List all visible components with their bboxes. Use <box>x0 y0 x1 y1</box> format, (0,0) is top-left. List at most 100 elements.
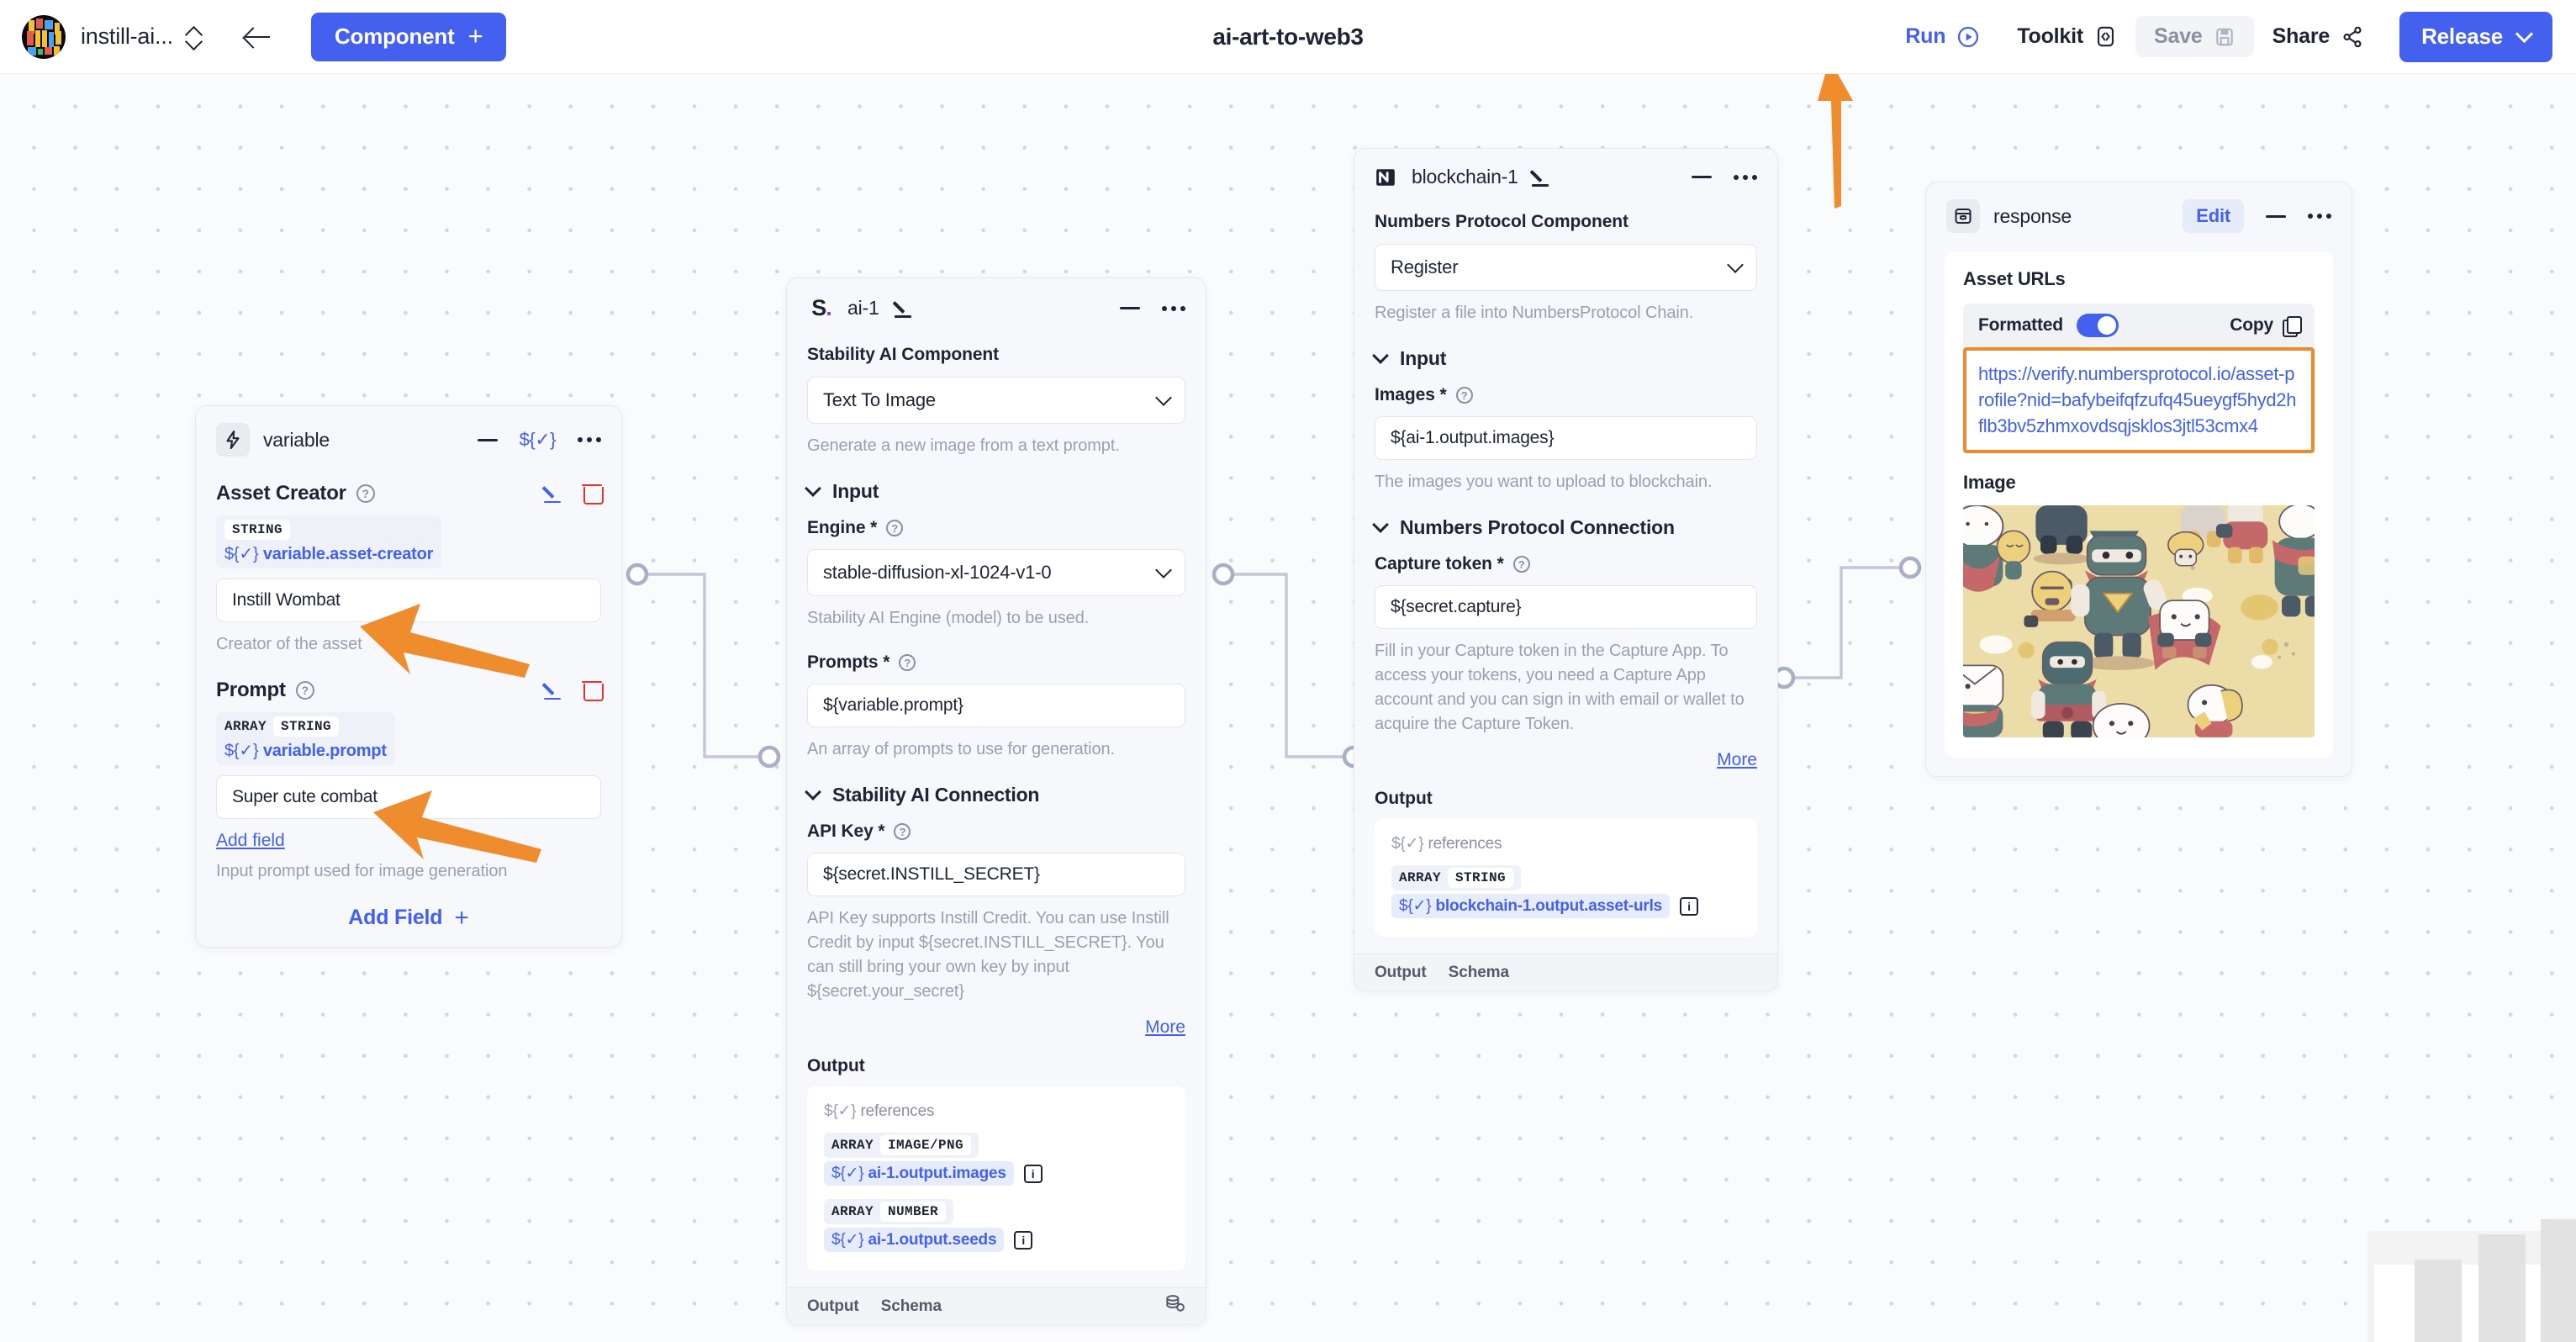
edge-blockchain-to-response <box>1784 566 1910 679</box>
asset-url-value[interactable]: https://verify.numbersprotocol.io/asset-… <box>1963 347 2315 453</box>
engine-select[interactable]: stable-diffusion-xl-1024-v1-0 <box>807 549 1185 596</box>
share-button[interactable]: Share <box>2254 16 2383 57</box>
images-hint: The images you want to upload to blockch… <box>1375 473 1713 491</box>
reference-symbol-icon[interactable]: ${✓} <box>519 429 557 450</box>
delete-icon[interactable] <box>582 680 604 701</box>
edit-icon[interactable] <box>542 483 564 505</box>
stability-ai-icon: S. <box>811 295 831 320</box>
output-path[interactable]: ${✓} blockchain-1.output.asset-urls <box>1391 894 1671 918</box>
canvas-minimap[interactable] <box>2367 1219 2576 1342</box>
chevron-down-icon <box>1155 561 1172 579</box>
more-options-icon[interactable] <box>1162 305 1185 311</box>
pipeline-canvas[interactable]: variable ${✓} Asset Creator ? <box>0 59 2576 1342</box>
top-bar: instill-ai... Component + ai-art-to-web3… <box>0 0 2576 74</box>
add-field-link[interactable]: Add field <box>216 831 285 850</box>
tab-schema[interactable]: Schema <box>1448 963 1509 981</box>
asset-creator-input[interactable]: Instill Wombat <box>216 579 601 622</box>
minimize-icon[interactable] <box>1120 307 1140 309</box>
help-icon[interactable]: ? <box>1512 556 1530 573</box>
help-icon[interactable]: ? <box>1455 387 1473 404</box>
connection-section-toggle[interactable]: Stability AI Connection <box>805 784 1185 806</box>
prompts-input[interactable]: ${variable.prompt} <box>807 684 1185 727</box>
output-path[interactable]: ${✓} ai-1.output.seeds <box>824 1228 1005 1252</box>
images-input[interactable]: ${ai-1.output.images} <box>1375 416 1757 460</box>
ai-node-title: ai-1 <box>847 297 879 319</box>
tab-output[interactable]: Output <box>1375 963 1427 981</box>
minimap-node-block <box>2478 1234 2526 1342</box>
type-tag: STRING <box>1448 868 1514 888</box>
run-button[interactable]: Run <box>1887 16 1998 57</box>
more-options-icon[interactable] <box>578 437 601 442</box>
ai-node[interactable]: S. ai-1 Stability AI Component Text To I… <box>786 277 1206 1325</box>
org-switcher-chevron-icon[interactable] <box>185 25 203 49</box>
type-tag: ARRAY <box>831 1204 874 1219</box>
field-reference-path[interactable]: ${✓} variable.prompt <box>224 742 387 760</box>
minimize-icon[interactable] <box>1692 176 1712 178</box>
copy-label: Copy <box>2230 315 2273 335</box>
field-reference-path[interactable]: ${✓} variable.asset-creator <box>224 545 434 563</box>
more-options-icon[interactable] <box>2308 214 2331 219</box>
org-name[interactable]: instill-ai... <box>81 24 173 49</box>
numbers-component-select[interactable]: Register <box>1375 244 1757 291</box>
toolkit-button[interactable]: Toolkit <box>1998 16 2135 57</box>
capture-token-input[interactable]: ${secret.capture} <box>1375 585 1757 629</box>
plus-icon: + <box>467 21 483 51</box>
lightning-icon <box>216 423 250 457</box>
input-section-toggle[interactable]: Input <box>1372 347 1757 370</box>
prompt-input[interactable]: Super cute combat <box>216 775 601 819</box>
rename-icon[interactable] <box>893 298 915 320</box>
info-icon[interactable]: i <box>1680 896 1699 916</box>
release-button[interactable]: Release <box>2399 11 2552 62</box>
info-icon[interactable]: i <box>1023 1164 1043 1183</box>
save-button[interactable]: Save <box>2135 16 2254 57</box>
response-node[interactable]: response Edit Asset URLs Formatted Copy <box>1925 182 2352 777</box>
add-field-button[interactable]: Add Field + <box>216 906 601 931</box>
play-circle-icon <box>1958 26 1979 47</box>
rename-icon[interactable] <box>1530 166 1552 188</box>
database-icon[interactable] <box>1164 1293 1185 1319</box>
more-link[interactable]: More <box>1145 1017 1185 1037</box>
back-arrow-icon[interactable] <box>239 18 276 55</box>
images-label-row: Images * ? <box>1375 385 1757 405</box>
chevron-down-icon <box>1372 516 1389 533</box>
output-card: ${✓} references ARRAY IMAGE/PNG ${✓} ai-… <box>807 1086 1185 1271</box>
help-icon[interactable]: ? <box>899 654 916 671</box>
formatted-toggle[interactable] <box>2076 314 2119 337</box>
tab-output[interactable]: Output <box>807 1297 859 1315</box>
connection-section-toggle[interactable]: Numbers Protocol Connection <box>1372 516 1757 539</box>
generated-image <box>1963 505 2315 737</box>
help-icon[interactable]: ? <box>886 520 904 536</box>
help-icon[interactable]: ? <box>356 484 375 503</box>
apikey-input[interactable]: ${secret.INSTILL_SECRET} <box>807 853 1185 896</box>
more-options-icon[interactable] <box>1734 174 1757 180</box>
image-label: Image <box>1963 471 2016 493</box>
minimize-icon[interactable] <box>477 438 498 441</box>
connection-section-label: Stability AI Connection <box>832 784 1040 806</box>
add-component-label: Component <box>334 24 455 49</box>
apikey-hint: API Key supports Instill Credit. You can… <box>807 909 1169 1001</box>
chevron-down-icon <box>805 784 821 800</box>
minimap-node-block <box>2541 1219 2576 1342</box>
blockchain-node[interactable]: blockchain-1 Numbers Protocol Component … <box>1354 148 1778 991</box>
help-icon[interactable]: ? <box>295 681 314 700</box>
images-label: Images * <box>1375 385 1447 404</box>
stability-component-select[interactable]: Text To Image <box>807 377 1185 424</box>
copy-button[interactable]: Copy <box>2230 315 2302 337</box>
output-path[interactable]: ${✓} ai-1.output.images <box>824 1161 1014 1186</box>
edit-icon[interactable] <box>542 679 564 701</box>
stability-component-hint: Generate a new image from a text prompt. <box>807 436 1120 455</box>
capture-label-row: Capture token * ? <box>1375 554 1757 574</box>
more-link[interactable]: More <box>1717 750 1757 769</box>
info-icon[interactable]: i <box>1014 1230 1033 1250</box>
help-icon[interactable]: ? <box>894 823 911 840</box>
release-label: Release <box>2421 24 2503 49</box>
delete-icon[interactable] <box>582 483 604 505</box>
variable-node[interactable]: variable ${✓} Asset Creator ? <box>195 405 622 948</box>
edit-button[interactable]: Edit <box>2183 199 2244 233</box>
add-component-button[interactable]: Component + <box>310 12 507 61</box>
engine-value: stable-diffusion-xl-1024-v1-0 <box>823 562 1052 583</box>
tab-schema[interactable]: Schema <box>880 1297 942 1315</box>
minimize-icon[interactable] <box>2266 214 2286 218</box>
numbers-component-label: Numbers Protocol Component <box>1375 212 1628 231</box>
input-section-toggle[interactable]: Input <box>805 480 1185 503</box>
